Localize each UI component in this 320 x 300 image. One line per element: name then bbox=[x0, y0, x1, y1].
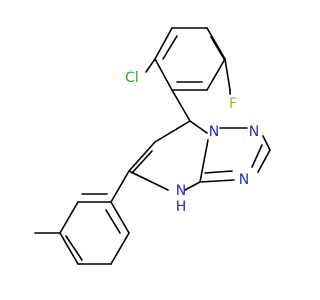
bond bbox=[262, 135, 271, 151]
amine-nitrogen-atom-label: N bbox=[176, 183, 186, 199]
bond bbox=[162, 35, 178, 60]
bond bbox=[204, 170, 233, 174]
bond bbox=[131, 150, 153, 174]
bond bbox=[251, 144, 263, 168]
chlorine-atom-label: Cl bbox=[125, 70, 139, 86]
fluorine-atom-label: F bbox=[229, 96, 237, 112]
bond bbox=[110, 170, 130, 203]
bond bbox=[128, 141, 156, 172]
bond bbox=[189, 120, 208, 134]
bond bbox=[224, 58, 231, 91]
bond bbox=[105, 209, 121, 234]
triazole-nitrogen-top-atom-label: N bbox=[249, 124, 259, 140]
bond bbox=[154, 120, 191, 143]
bond bbox=[199, 139, 209, 183]
bond bbox=[59, 232, 79, 265]
bond bbox=[59, 201, 79, 234]
triazole-ring bbox=[199, 127, 271, 183]
chlorofluorophenyl-ring bbox=[145, 27, 231, 95]
bond bbox=[154, 58, 173, 91]
amine-hydrogen-atom-label: H bbox=[176, 199, 187, 215]
bond bbox=[184, 181, 201, 191]
bond bbox=[110, 232, 130, 265]
bond bbox=[171, 89, 191, 122]
bond bbox=[210, 36, 225, 60]
molecule-structure-diagram: Cl F N N N N H bbox=[34, 27, 271, 265]
bond bbox=[199, 179, 235, 183]
triazole-nitrogen-bottom-atom-label: N bbox=[239, 172, 249, 188]
bond bbox=[65, 235, 83, 261]
bond bbox=[206, 58, 226, 91]
bond bbox=[257, 149, 271, 173]
pyrimidine-ring bbox=[128, 120, 209, 191]
molecule-svg: Cl F N N N N H bbox=[34, 27, 271, 265]
tolyl-ring bbox=[34, 170, 130, 265]
bond bbox=[145, 58, 156, 73]
bond bbox=[206, 27, 226, 60]
bond bbox=[128, 170, 169, 191]
ring-nitrogen-atom-label: N bbox=[209, 124, 219, 140]
bond bbox=[154, 27, 173, 60]
bond bbox=[110, 201, 130, 234]
